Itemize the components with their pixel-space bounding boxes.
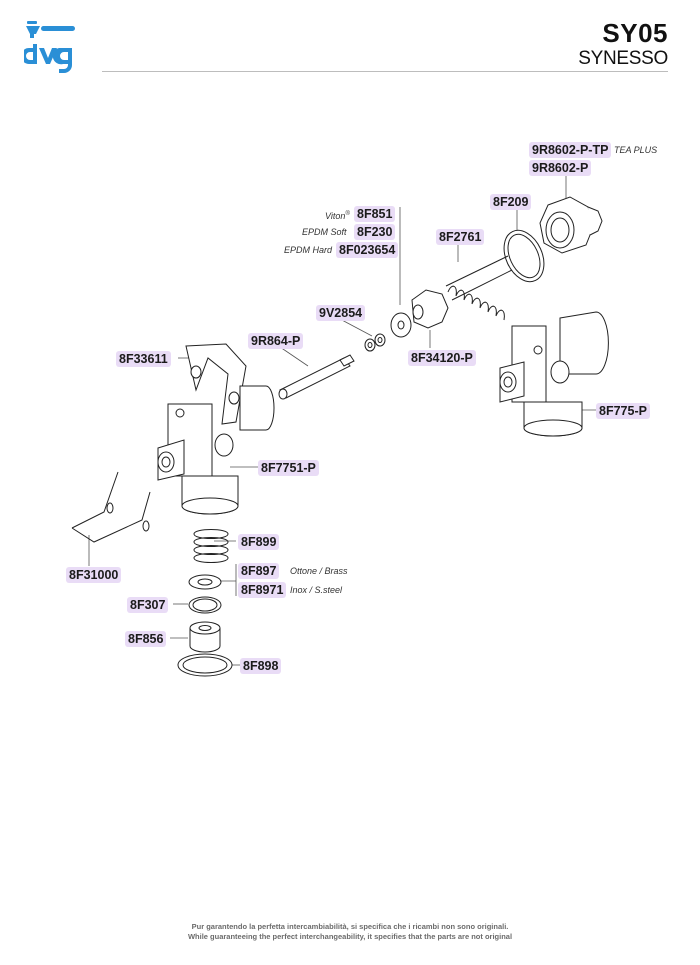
header-rule — [102, 71, 668, 72]
part-label-8F2761[interactable]: 8F2761 — [436, 229, 485, 245]
part-label-8F023654[interactable]: 8F023654 — [336, 242, 399, 258]
brand-name: SYNESSO — [578, 48, 668, 69]
part-label-8F209[interactable]: 8F209 — [490, 194, 532, 210]
part-label-8F898[interactable]: 8F898 — [240, 658, 282, 674]
part-label-8F230[interactable]: 8F230 — [354, 224, 396, 240]
valve-body-right — [499, 311, 609, 437]
part-label-8F31000[interactable]: 8F31000 — [66, 567, 122, 583]
pin-9R864-P — [278, 354, 355, 400]
part-label-8F856[interactable]: 8F856 — [125, 631, 167, 647]
fitting-9R8602-P — [539, 196, 603, 254]
model-code: SY05 — [602, 18, 668, 48]
part-label-8F851[interactable]: 8F851 — [354, 206, 396, 222]
part-note-tea-plus: TEA PLUS — [614, 145, 658, 155]
part-label-8F8971[interactable]: 8F8971 — [238, 582, 287, 598]
registered-mark: ® — [345, 211, 350, 217]
part-label-8F899[interactable]: 8F899 — [238, 534, 280, 550]
part-note-epdm-soft: EPDM Soft — [302, 227, 347, 237]
part-label-8F33611[interactable]: 8F33611 — [116, 351, 171, 367]
clip-8F31000 — [71, 471, 151, 543]
part-label-8F775-P[interactable]: 8F775-P — [596, 403, 650, 419]
viton-text: Viton — [325, 211, 346, 221]
part-note-stainless: Inox / S.steel — [290, 585, 343, 595]
part-note-epdm-hard: EPDM Hard — [284, 245, 333, 255]
leader-lines — [88, 172, 597, 666]
dvg-logo — [24, 21, 75, 73]
part-label-9R8602-P-TP[interactable]: 9R8602-P-TP — [529, 142, 612, 158]
disclaimer-italian: Pur garantendo la perfetta intercambiabi… — [191, 922, 509, 931]
spring-8F899 — [193, 529, 229, 563]
part-label-9R8602-P[interactable]: 9R8602-P — [529, 160, 592, 176]
part-label-8F307[interactable]: 8F307 — [127, 597, 169, 613]
part-note-viton: Viton® — [325, 208, 350, 222]
part-label-8F34120-P[interactable]: 8F34120-P — [408, 350, 476, 366]
nut-8F34120-P — [411, 289, 449, 329]
part-label-9R864-P[interactable]: 9R864-P — [248, 333, 304, 349]
disclaimer-english: While guaranteeing the perfect interchan… — [187, 932, 513, 941]
part-label-8F7751-P[interactable]: 8F7751-P — [258, 460, 319, 476]
valve-body-left — [157, 343, 275, 515]
part-label-8F897[interactable]: 8F897 — [238, 563, 280, 579]
part-label-9V2854[interactable]: 9V2854 — [316, 305, 366, 321]
spring-8F2761 — [445, 255, 513, 321]
part-note-brass: Ottone / Brass — [290, 566, 348, 576]
